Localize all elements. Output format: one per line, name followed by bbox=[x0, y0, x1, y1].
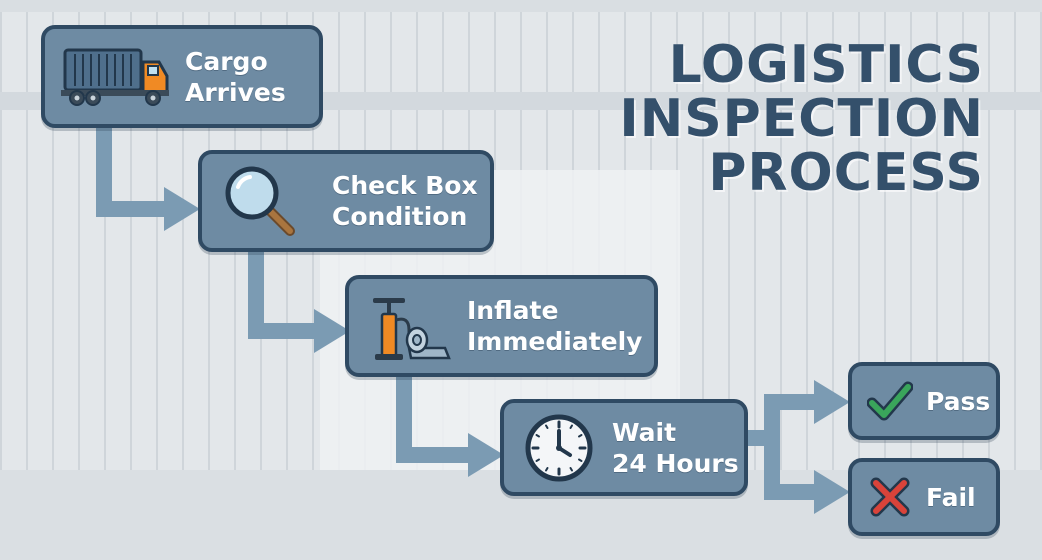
outcome-pass-label: Pass bbox=[926, 386, 991, 416]
step-label-line-1: Cargo bbox=[185, 46, 268, 76]
title-line-3: PROCESS bbox=[708, 143, 984, 203]
outcome-label: Fail bbox=[926, 482, 976, 513]
step-label-line-1: Wait bbox=[612, 417, 677, 447]
step-label-line-1: Check Box bbox=[332, 171, 478, 200]
air-pump-icon bbox=[365, 286, 451, 366]
truck-icon bbox=[61, 42, 171, 112]
title-line-1: LOGISTICS bbox=[668, 35, 984, 95]
step-wait-24-hours: Wait 24 Hours bbox=[500, 399, 748, 496]
outcome-fail: Fail bbox=[848, 458, 1000, 536]
step-label: Check Box Condition bbox=[332, 170, 478, 232]
step-label-line-2: Immediately bbox=[467, 327, 643, 356]
step-label: Cargo Arrives bbox=[185, 46, 286, 108]
step-label: Inflate Immediately bbox=[467, 295, 642, 357]
step-label-line-2: Arrives bbox=[185, 77, 286, 107]
page-title: LOGISTICS INSPECTION PROCESS bbox=[564, 38, 984, 200]
outcome-label: Pass bbox=[926, 386, 990, 417]
step-cargo-arrives: Cargo Arrives bbox=[41, 25, 323, 128]
step-label-line-1: Inflate bbox=[467, 296, 559, 325]
outcome-fail-label: Fail bbox=[926, 482, 976, 512]
clock-icon bbox=[524, 413, 594, 483]
step-check-box-condition: Check Box Condition bbox=[198, 150, 494, 252]
magnifier-icon bbox=[222, 163, 298, 239]
step-inflate-immediately: Inflate Immediately bbox=[345, 275, 658, 377]
step-label: Wait 24 Hours bbox=[612, 417, 739, 479]
step-label-line-2: Condition bbox=[332, 202, 468, 231]
outcome-pass: Pass bbox=[848, 362, 1000, 440]
title-line-2: INSPECTION bbox=[619, 89, 984, 149]
cross-icon bbox=[866, 473, 914, 521]
step-label-line-2: 24 Hours bbox=[612, 448, 739, 478]
check-icon bbox=[866, 377, 914, 425]
